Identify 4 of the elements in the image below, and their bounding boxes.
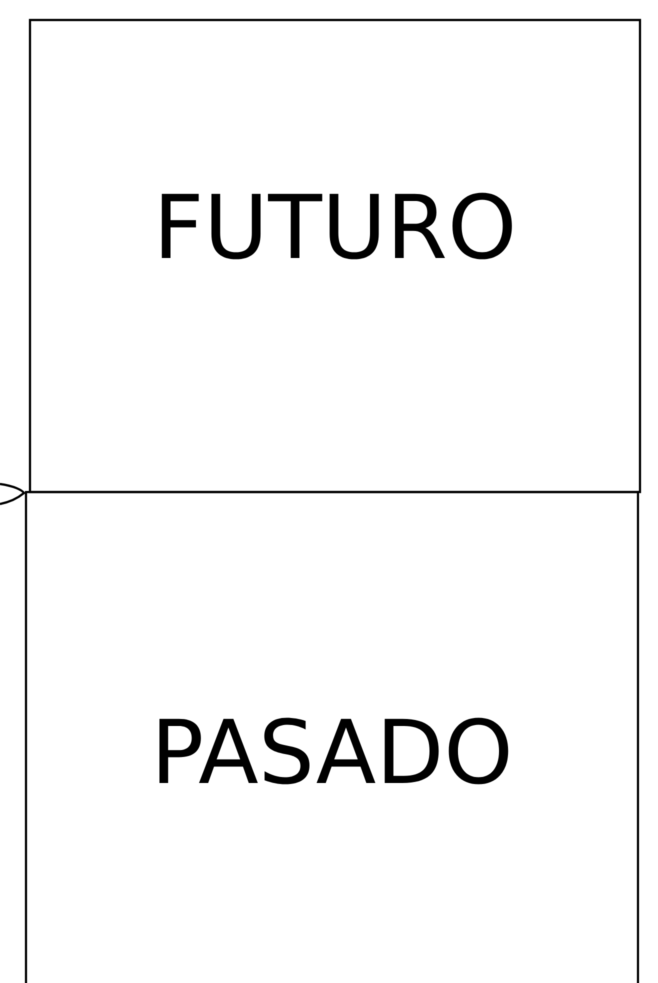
box [28, 18, 642, 494]
box-label: FUTURO [162, 192, 512, 260]
box [24, 490, 640, 983]
box-label: PASADO [159, 718, 508, 784]
